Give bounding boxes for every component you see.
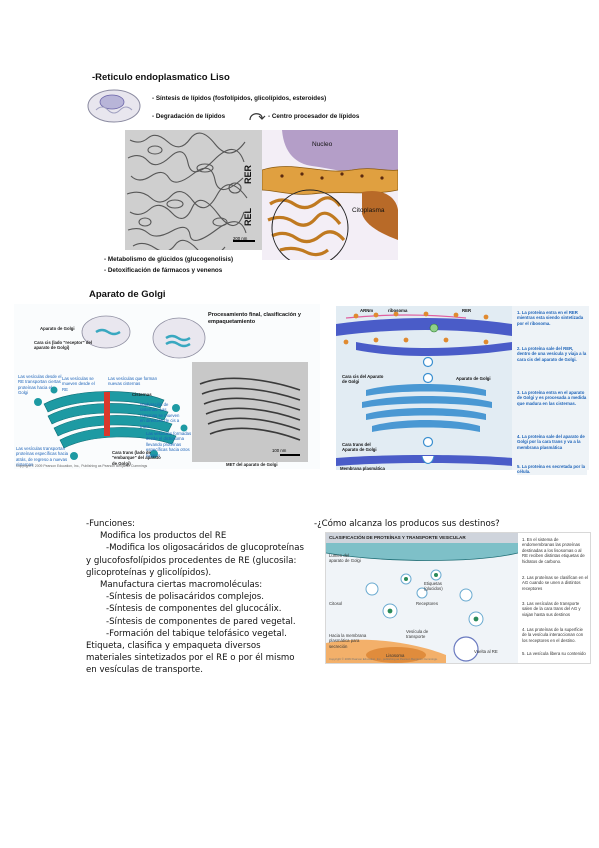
rel-label-nucleo: Nucleo: [312, 141, 333, 148]
destinos-label-hacia-membrana: Hacia la membrana plasmática para secrec…: [329, 633, 367, 649]
rel-scale-label: 200 nm: [233, 236, 248, 241]
rel-illustration: [262, 130, 398, 260]
destinos-label-vuelta-re: Vuelta al RE: [474, 649, 498, 654]
rel-bullet-1: - Síntesis de lípidos (fosfolípidos, gli…: [152, 95, 327, 102]
golgi-note-1: Las vesículas desde el RE transportan ci…: [18, 374, 62, 396]
golgi-right-cara-cis: Cara cis del Aparato de Golgi: [342, 374, 384, 385]
functions-block: -Funciones: Modifica los productos del R…: [86, 518, 304, 677]
rel-bullet-2: - Degradación de lípidos: [152, 113, 226, 120]
golgi-note-2: Las vesículas se mueven desde el RE: [62, 376, 95, 392]
golgi-left-panel: Aparato de Golgi Cara cis (lado "recepto…: [14, 304, 320, 469]
golgi-label-cisternas: Cisternas: [132, 392, 152, 397]
golgi-label-met: MET del aparato de Golgi: [226, 462, 278, 467]
rel-cell-icon: [86, 84, 146, 124]
golgi-note-4: Maduración de cisternas: Las cisternas s…: [140, 402, 180, 429]
functions-line-2: -Modifica los oligosacáridos de glucopro…: [106, 543, 304, 554]
rel-bullet-5: - Detoxificación de fármacos y venenos: [104, 267, 223, 274]
golgi-right-cara-trans: Cara trans del Aparato de Golgi: [342, 442, 377, 453]
golgi-right-step-5: 5. La proteína es secretada por la célul…: [517, 464, 587, 475]
functions-line-5: Manufactura ciertas macromoléculas:: [100, 580, 263, 591]
golgi-right-membrana: Membrana plasmática: [340, 466, 385, 471]
functions-line-11: materiales sintetizados por el RE o por …: [86, 653, 295, 664]
functions-line-10: Etiqueta, clasifica y empaqueta diversos: [86, 641, 261, 652]
functions-line-9: -Formación del tabique telofásico vegeta…: [106, 628, 287, 639]
destinos-label-lumen: Lumen del aparato de Golgi: [329, 553, 361, 564]
golgi-right-aparato: Aparato de Golgi: [456, 376, 491, 381]
destinos-figure-title: CLASIFICACIÓN DE PROTEÍNAS Y TRANSPORTE …: [329, 535, 466, 540]
golgi-right-step-2: 2. La proteína sale del RER, dentro de u…: [517, 346, 587, 362]
rel-label-citoplasma: Citoplasma: [352, 207, 385, 214]
functions-line-0: -Funciones:: [86, 519, 135, 529]
golgi-right-panel: ARNm ribosoma RER Cara cis del Aparato d…: [336, 306, 589, 475]
golgi-label-aparato: Aparato de Golgi: [40, 326, 75, 331]
golgi-label-procesamiento: Procesamiento final, clasificación y emp…: [208, 312, 301, 325]
functions-line-4: glicoproteínas y glicolípidos).: [86, 567, 212, 578]
destinos-label-vesicula: Vesícula de transporte: [406, 629, 429, 640]
golgi-note-3: Las vesículas que forman nuevas cisterna…: [108, 376, 157, 387]
golgi-title: Aparato de Golgi: [89, 289, 166, 300]
golgi-right-arnm: ARNm: [360, 308, 374, 313]
lipid-arrow-icon: [248, 110, 266, 122]
destinos-step-1: 1. En el sistema de endomembranas las pr…: [522, 537, 585, 564]
functions-line-12: en vesículas de transporte.: [86, 665, 203, 676]
functions-line-3: y glucofosfolípidos procedentes de RE (g…: [86, 555, 297, 566]
rel-micrograph: [125, 130, 265, 250]
destinos-figure: CLASIFICACIÓN DE PROTEÍNAS Y TRANSPORTE …: [325, 532, 591, 664]
golgi-copyright: Copyright © 2009 Pearson Education, Inc.…: [16, 464, 148, 468]
destinos-title: -¿Cómo alcanza los producos sus destinos…: [314, 519, 500, 529]
functions-line-7: -Síntesis de componentes del glucocálix.: [106, 604, 282, 615]
rel-label-rel: REL: [243, 208, 253, 226]
rel-label-rer: RER: [243, 165, 253, 185]
functions-line-1: Modifica los productos del RE: [100, 531, 227, 542]
golgi-right-step-3: 3. La proteína entra en el aparato de Go…: [517, 390, 587, 406]
golgi-note-6: Las vesículas transportan proteínas espe…: [16, 446, 69, 468]
golgi-label-cara-trans: Cara trans (lado de "embarque" del apara…: [112, 450, 161, 466]
destinos-step-3: 3. Las vesículas de transporte salen de …: [522, 601, 581, 617]
functions-line-8: -Síntesis de componentes de pared vegeta…: [106, 616, 296, 627]
destinos-step-5: 5. La vesícula libera su contenido: [522, 651, 586, 656]
golgi-scale-label: 100 nm: [272, 448, 287, 453]
destinos-label-etiquetas: Etiquetas (glucidos): [424, 581, 443, 592]
destinos-label-citosol: Citosol: [329, 601, 343, 606]
destinos-copyright: Copyright © 2009 Pearson Education, Inc.…: [329, 657, 438, 661]
destinos-label-receptores: Receptores: [416, 601, 438, 606]
golgi-right-ribosoma: ribosoma: [388, 308, 408, 313]
functions-line-6: -Síntesis de polisacáridos complejos.: [106, 592, 264, 603]
rel-title: -Reticulo endoplasmatico Liso: [92, 72, 230, 83]
destinos-step-2: 2. Las proteínas se clasifican en el AG …: [522, 575, 588, 591]
rel-bullet-3: - Centro procesador de lípidos: [268, 113, 360, 120]
golgi-right-rer: RER: [462, 308, 472, 313]
golgi-right-step-4: 4. La proteína sale del aparato de Golgi…: [517, 434, 585, 450]
golgi-right-step-1: 1. La proteína entra en el RER mientras …: [517, 310, 584, 326]
destinos-step-4: 4. Las proteínas de la superficie de la …: [522, 627, 584, 643]
rel-bullet-4: - Metabolismo de glúcidos (glucogenolisi…: [104, 256, 234, 263]
destinos-label-lisosoma: Lisosoma: [386, 653, 405, 658]
golgi-note-5: Las vesículas formadas desde el dictioso…: [146, 431, 192, 458]
golgi-label-cara-cis: Cara cis (lado "receptor" del aparato de…: [34, 340, 93, 351]
